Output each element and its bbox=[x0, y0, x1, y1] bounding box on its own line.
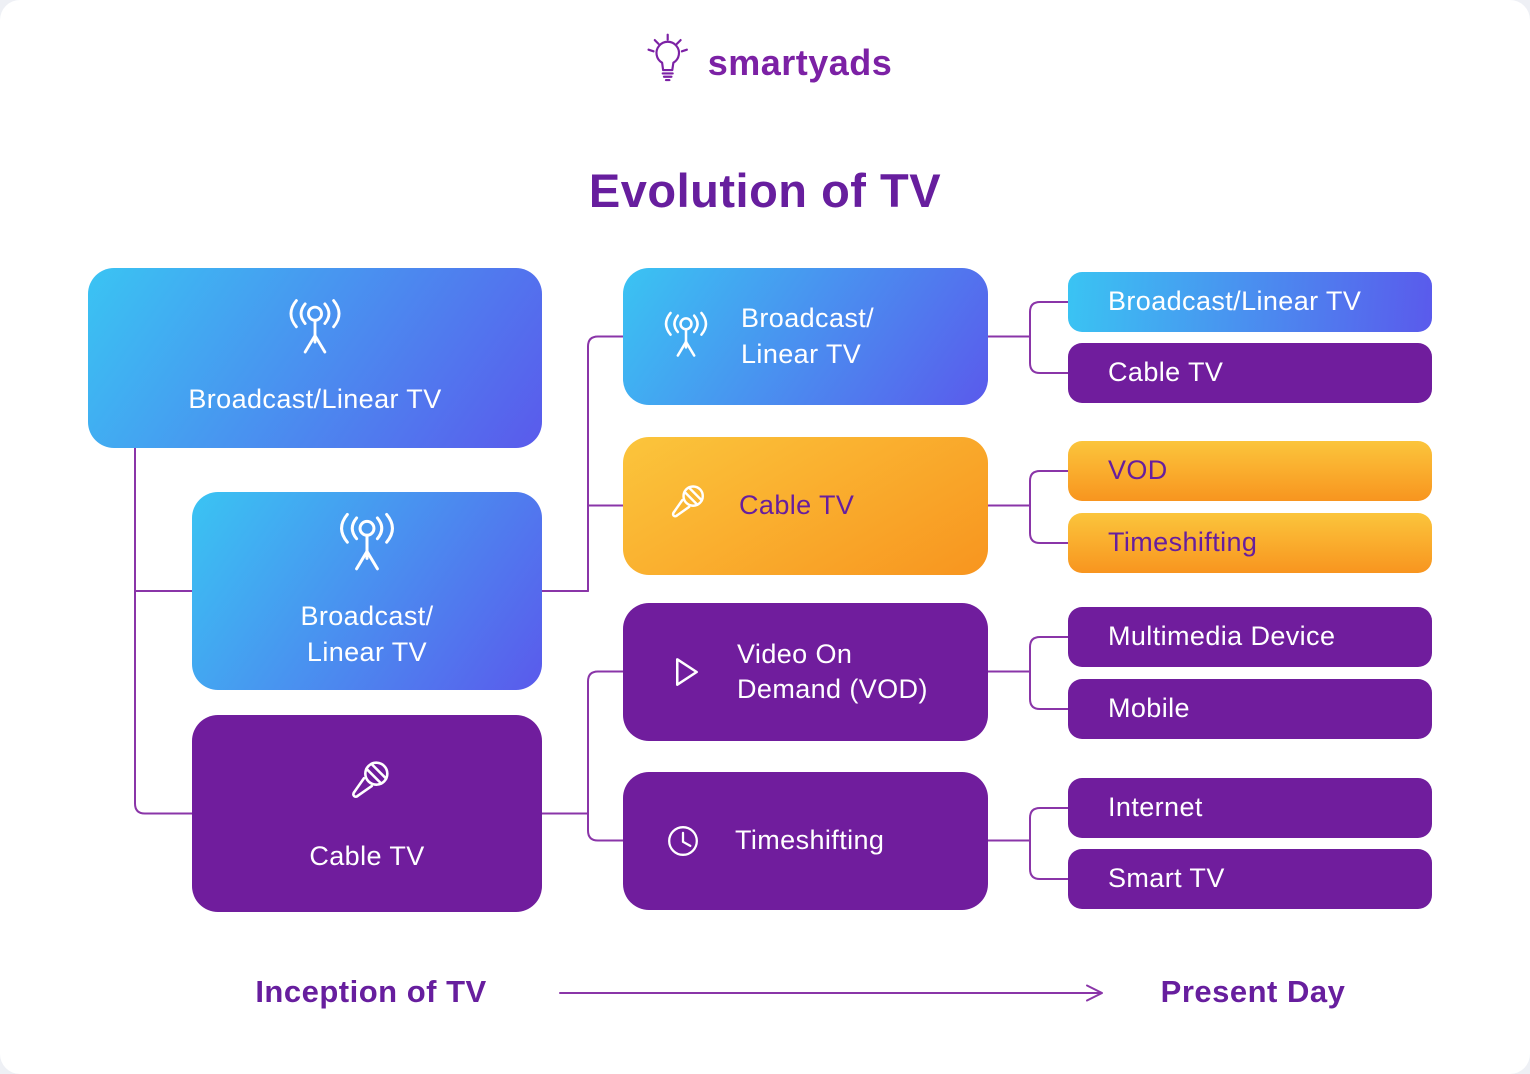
node-mobile: Mobile bbox=[1068, 679, 1432, 739]
timeline-start-label: Inception of TV bbox=[255, 974, 487, 1009]
node-label: Video On Demand (VOD) bbox=[737, 638, 928, 704]
node-label: Cable TV bbox=[1108, 357, 1224, 388]
node-timeshifting-present: Timeshifting bbox=[1068, 513, 1432, 573]
node-label: Timeshifting bbox=[1108, 527, 1258, 558]
node-timeshifting: Timeshifting bbox=[623, 772, 988, 910]
lightbulb-icon bbox=[647, 33, 688, 82]
node-label: Broadcast/Linear TV bbox=[188, 384, 442, 415]
node-cable-tv-era3: Cable TV bbox=[623, 437, 988, 575]
microphone-icon bbox=[671, 485, 704, 518]
microphone-icon bbox=[352, 761, 389, 798]
page-title: Evolution of TV bbox=[588, 164, 942, 217]
node-broadcast-linear-tv-era1: Broadcast/Linear TV bbox=[88, 268, 542, 448]
node-broadcast-linear-tv-present: Broadcast/Linear TV bbox=[1068, 272, 1432, 332]
antenna-icon bbox=[340, 513, 394, 571]
node-label: Timeshifting bbox=[735, 825, 885, 856]
logo-text: smartyads bbox=[707, 42, 893, 83]
node-cable-tv-era2: Cable TV bbox=[192, 715, 542, 912]
clock-icon bbox=[668, 826, 698, 856]
node-smart-tv: Smart TV bbox=[1068, 849, 1432, 909]
node-label: VOD bbox=[1108, 455, 1168, 486]
play-icon bbox=[675, 658, 698, 686]
node-label: Broadcast/Linear TV bbox=[1108, 286, 1362, 317]
node-label: Internet bbox=[1108, 792, 1203, 823]
timeline-end-label: Present Day bbox=[1160, 974, 1346, 1009]
node-label: Broadcast/ Linear TV bbox=[300, 601, 434, 667]
node-label: Cable TV bbox=[739, 490, 855, 521]
node-label: Smart TV bbox=[1108, 863, 1225, 894]
node-label: Mobile bbox=[1108, 693, 1190, 724]
antenna-icon bbox=[289, 299, 341, 354]
node-video-on-demand: Video On Demand (VOD) bbox=[623, 603, 988, 741]
node-broadcast-linear-tv-era3: Broadcast/ Linear TV bbox=[623, 268, 988, 405]
node-label: Cable TV bbox=[309, 840, 425, 871]
node-internet: Internet bbox=[1068, 778, 1432, 838]
node-label: Broadcast/ Linear TV bbox=[741, 303, 875, 369]
node-multimedia-device: Multimedia Device bbox=[1068, 607, 1432, 667]
smartyads-logo: smartyads bbox=[638, 32, 893, 94]
node-label: Multimedia Device bbox=[1108, 621, 1336, 652]
antenna-icon bbox=[664, 311, 708, 357]
node-vod-present: VOD bbox=[1068, 441, 1432, 501]
node-cable-tv-present: Cable TV bbox=[1068, 343, 1432, 403]
node-broadcast-linear-tv-era2: Broadcast/ Linear TV bbox=[192, 492, 542, 690]
